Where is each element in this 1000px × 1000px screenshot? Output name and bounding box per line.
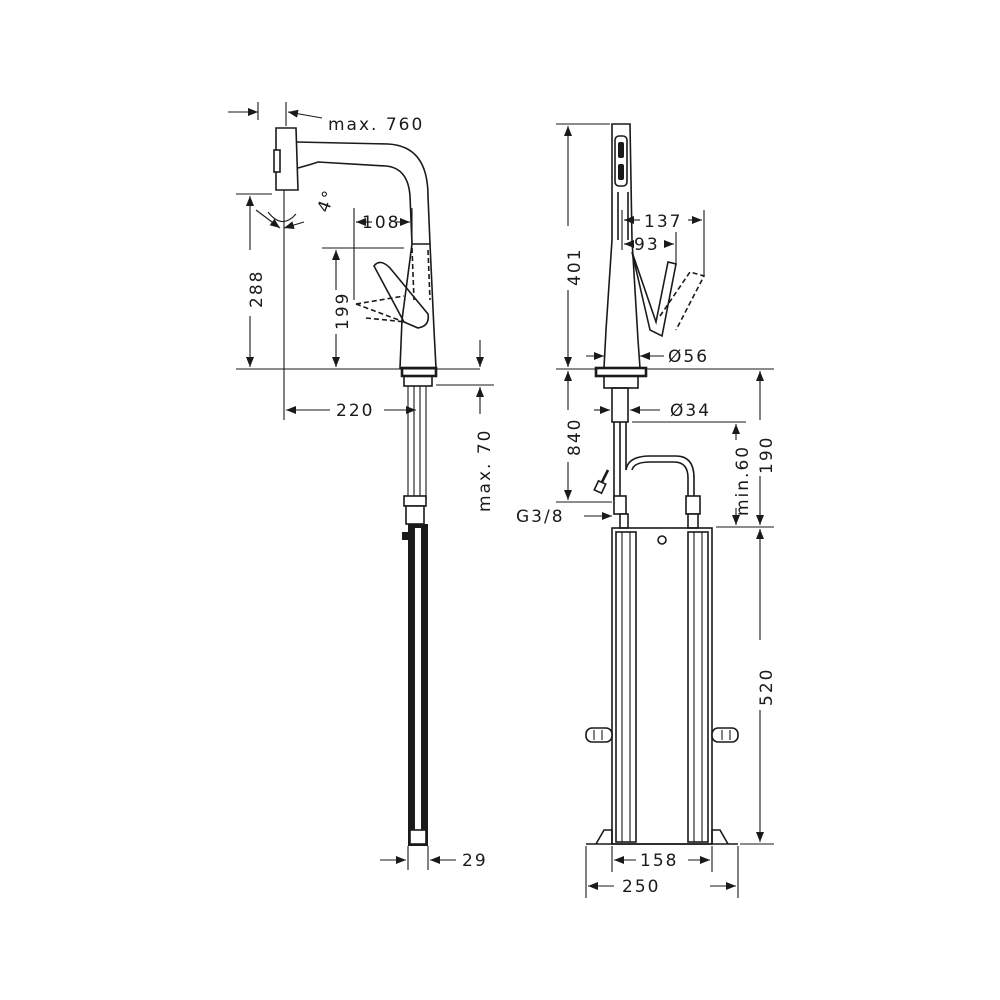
faucet-body	[399, 243, 437, 369]
front-base-mount	[603, 375, 639, 389]
spray-face	[273, 149, 281, 173]
label-840: 840	[565, 418, 585, 456]
label-250: 250	[622, 877, 660, 897]
label-137: 137	[644, 212, 682, 232]
label-dia-34: Ø34	[670, 401, 711, 421]
label-dia-56: Ø56	[668, 347, 709, 367]
left-clamp	[585, 727, 613, 743]
hidden-hose	[411, 247, 431, 301]
front-view-faucet	[585, 123, 739, 845]
g38-connector	[613, 495, 627, 515]
label-520: 520	[757, 668, 777, 706]
hose-end-cap	[409, 829, 427, 845]
label-angle-4: 4°	[314, 186, 341, 215]
front-base-ring	[594, 366, 648, 378]
right-foot	[711, 829, 729, 845]
mounting-frame	[611, 527, 713, 845]
side-view-faucet	[273, 127, 438, 846]
lever	[373, 261, 430, 329]
label-190: 190	[757, 436, 777, 474]
label-29: 29	[462, 851, 488, 871]
spout-bottom	[297, 161, 413, 245]
left-foot	[595, 829, 613, 845]
lever-front	[631, 251, 677, 338]
label-288: 288	[247, 270, 267, 308]
label-max-70: max. 70	[475, 429, 495, 512]
label-min-60: min.60	[733, 445, 753, 516]
side-view-dimensions: max. 760 4° 108 288 199 220 max. 70	[228, 102, 495, 871]
label-220: 220	[336, 401, 374, 421]
label-max-760: max. 760	[328, 115, 424, 135]
lever-front-alt	[659, 271, 706, 331]
label-108: 108	[362, 213, 400, 233]
outlet-hose	[625, 455, 695, 500]
front-hoses	[613, 422, 627, 500]
supply-hoses	[407, 386, 427, 500]
front-shank	[611, 387, 629, 423]
hose-fitting	[405, 505, 425, 525]
label-199: 199	[333, 292, 353, 330]
hose-connector	[403, 495, 427, 507]
spout-top	[295, 141, 431, 245]
front-view-dimensions: 401 137 93 Ø56 Ø34 840 190	[516, 123, 777, 898]
outlet-connector	[685, 495, 701, 515]
label-158: 158	[640, 851, 678, 871]
lever-alt-position	[355, 295, 407, 323]
label-93: 93	[634, 235, 660, 255]
label-401: 401	[565, 248, 585, 286]
label-g3-8: G3/8	[516, 507, 565, 527]
right-clamp	[711, 727, 739, 743]
base-mount	[403, 375, 433, 387]
